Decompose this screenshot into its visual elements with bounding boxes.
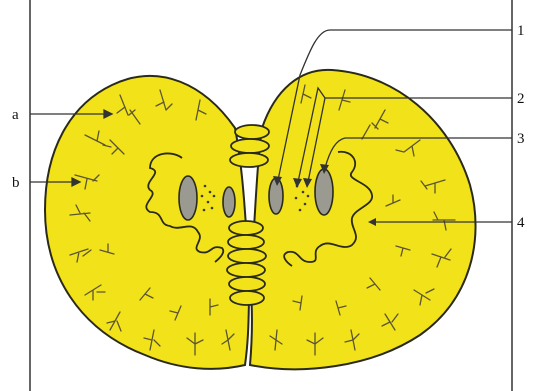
label-3: 3 [517, 131, 525, 147]
label-b: b [12, 175, 20, 191]
label-2: 2 [517, 91, 525, 107]
label-4: 4 [517, 215, 525, 231]
right-outer-chloroplast [315, 169, 333, 215]
left-semicell [45, 76, 250, 369]
label-a: a [12, 107, 19, 123]
left-outer-chloroplast [179, 176, 197, 220]
left-inner-chloroplast [223, 187, 235, 217]
isthmus-upper [230, 125, 269, 167]
label-1: 1 [517, 23, 525, 39]
